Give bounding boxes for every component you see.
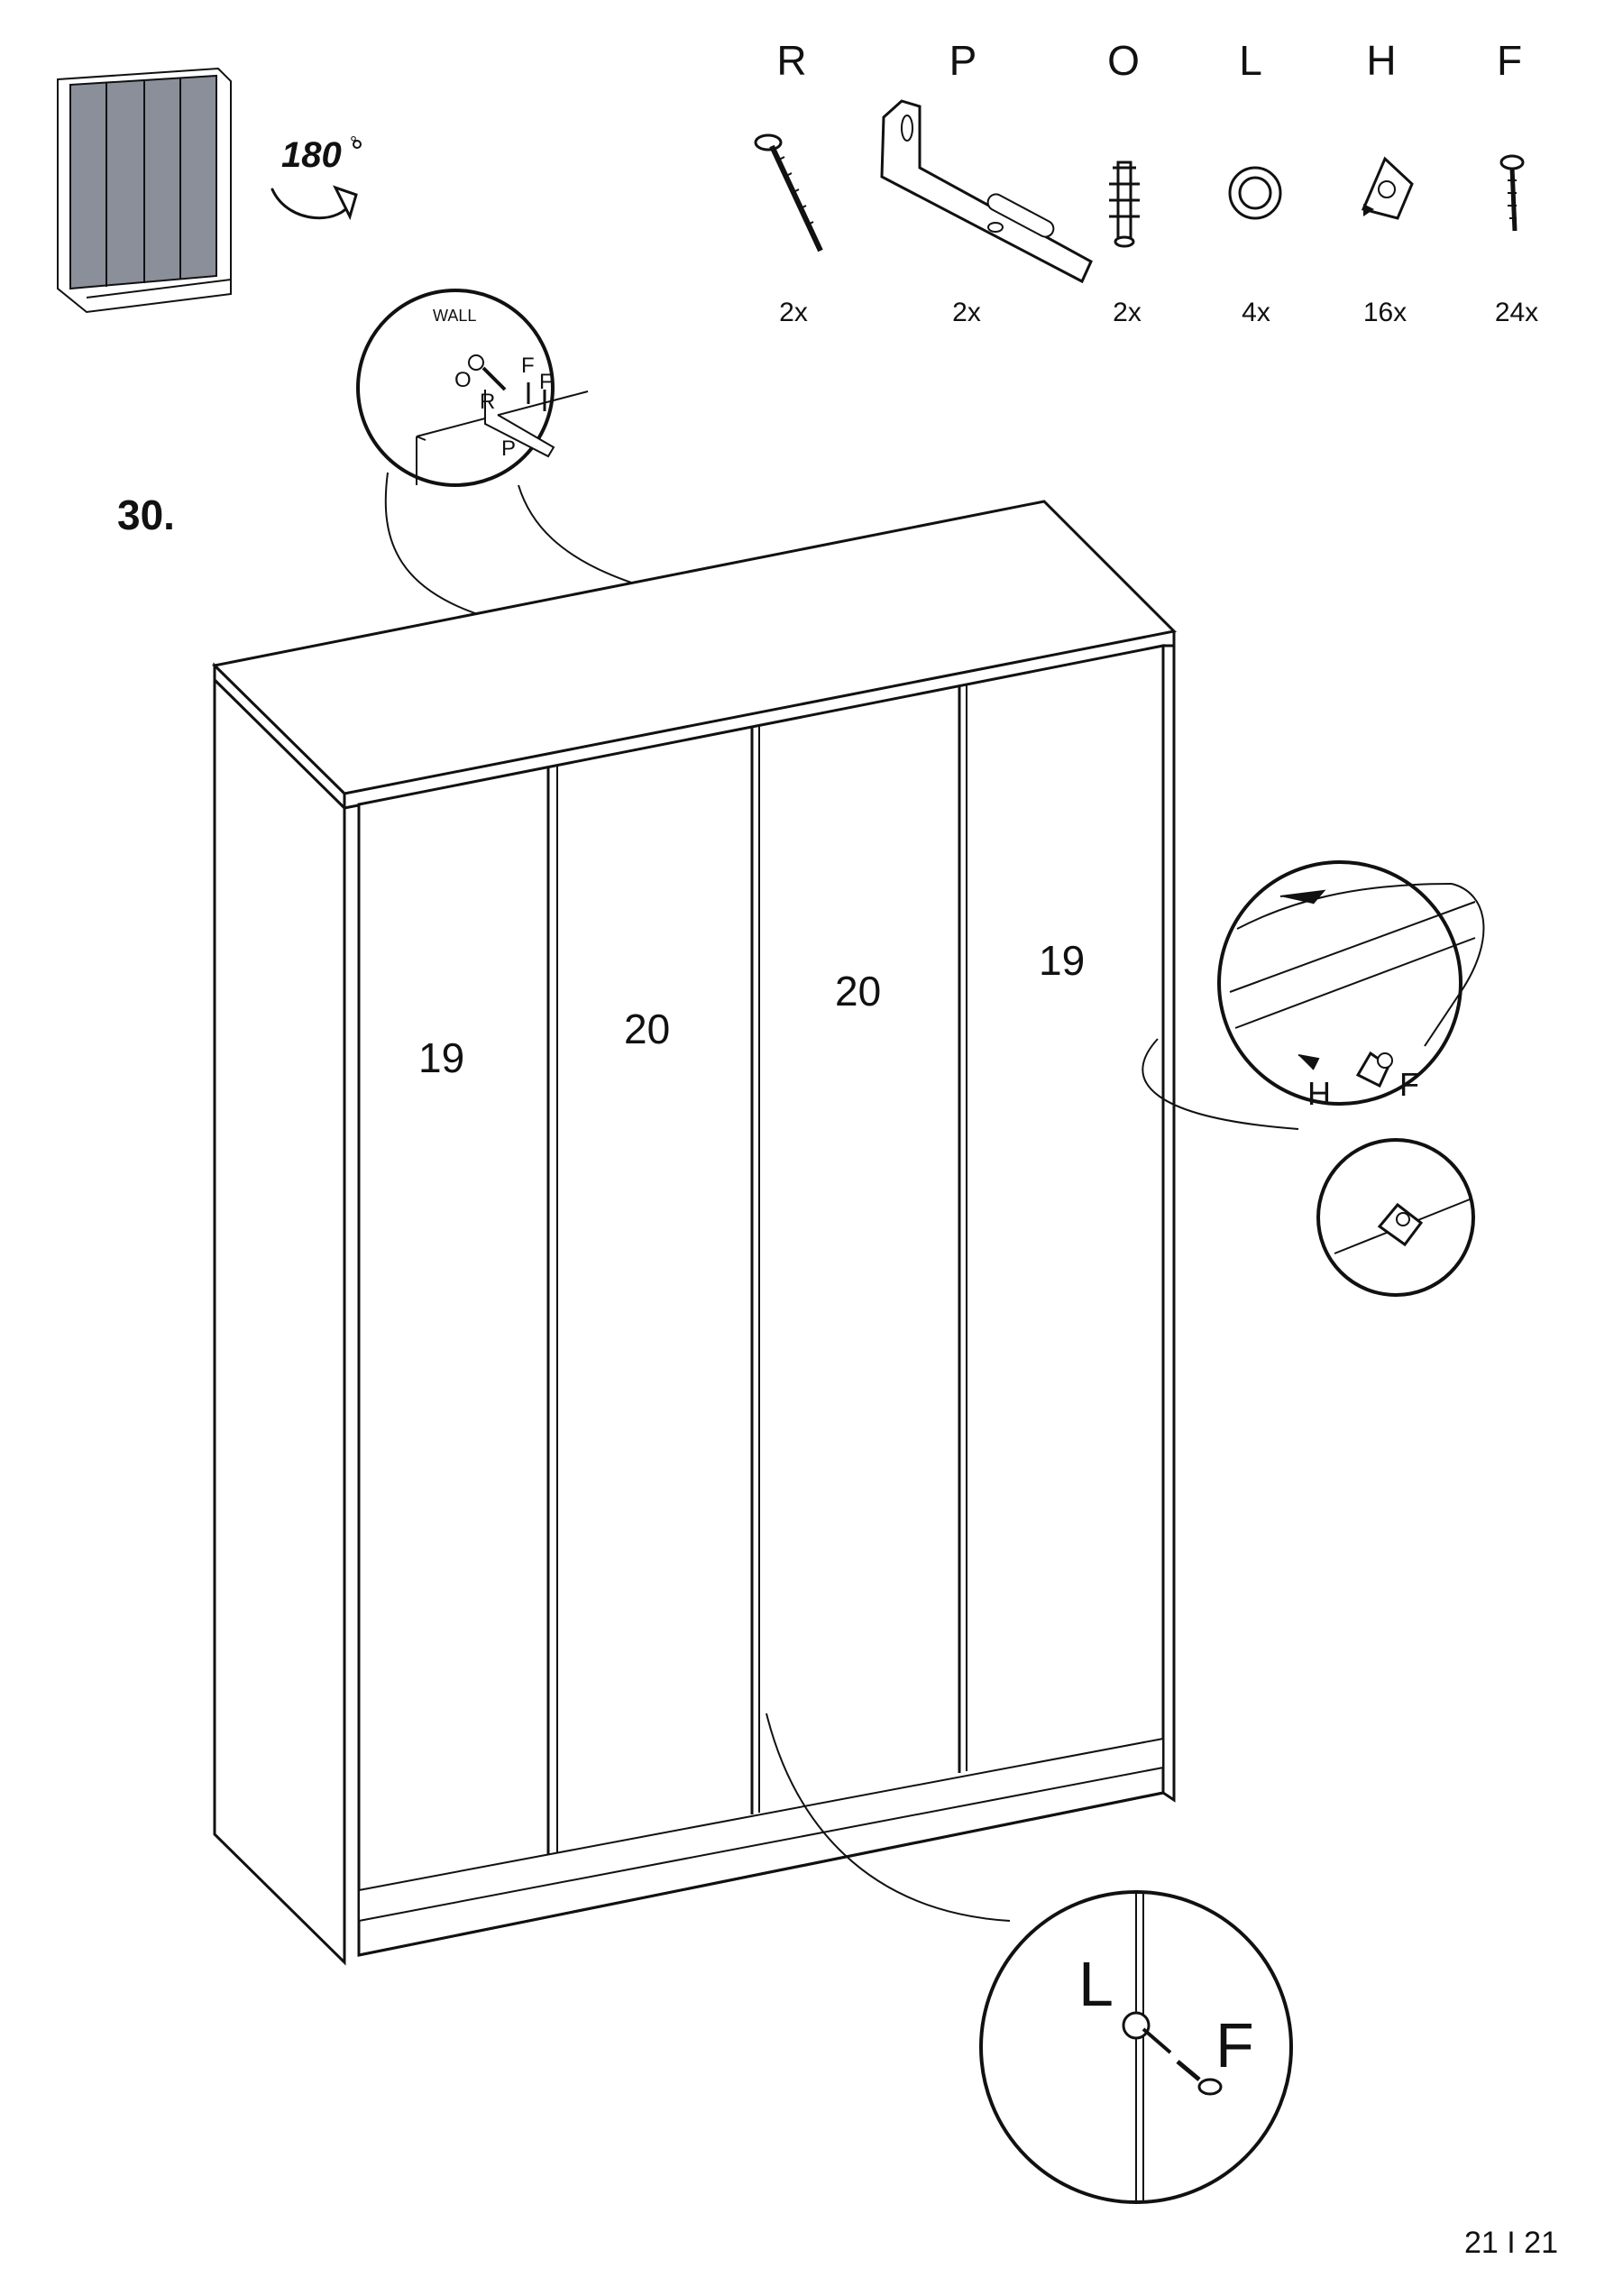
wall-detail-label-f2: F bbox=[539, 370, 553, 394]
rotation-value: 180 bbox=[281, 135, 342, 175]
ring-washer-icon bbox=[1228, 166, 1282, 220]
rotate-arrow-icon bbox=[270, 140, 362, 221]
corner-detail-label-f: F bbox=[1399, 1066, 1419, 1103]
part-qty-r: 2x bbox=[779, 298, 808, 327]
part-letter-f: F bbox=[1496, 37, 1523, 84]
bottom-detail-label-f: F bbox=[1215, 2010, 1254, 2080]
part-qty-p: 2x bbox=[952, 298, 981, 327]
panel-number-center-left: 20 bbox=[624, 1006, 671, 1052]
part-qty-h: 16x bbox=[1362, 298, 1408, 327]
wall-detail-label-f1: F bbox=[521, 354, 535, 378]
wardrobe-back-view bbox=[211, 500, 1178, 1966]
wall-plug-icon bbox=[1109, 161, 1140, 248]
wall-detail-label-p: P bbox=[501, 436, 517, 461]
part-letter-o: O bbox=[1107, 37, 1140, 84]
corner-block-closeup-callout bbox=[1316, 1138, 1475, 1297]
wall-detail-label-r: R bbox=[480, 390, 496, 414]
wall-bracket-icon bbox=[880, 99, 1093, 284]
part-qty-l: 4x bbox=[1242, 298, 1270, 327]
wall-detail-label-o: O bbox=[454, 368, 472, 392]
corner-block-detail-callout bbox=[1142, 860, 1485, 1130]
part-letter-l: L bbox=[1239, 37, 1262, 84]
panel-number-left: 19 bbox=[418, 1034, 465, 1081]
part-letter-h: H bbox=[1366, 37, 1397, 84]
part-qty-f: 24x bbox=[1494, 298, 1539, 327]
rotation-degree-unit: ° bbox=[350, 133, 357, 153]
corner-detail-label-h: H bbox=[1307, 1075, 1331, 1112]
part-letter-p: P bbox=[949, 37, 977, 84]
wardrobe-thumbnail-icon bbox=[57, 67, 232, 314]
rotation-label: 180 bbox=[281, 135, 342, 176]
part-qty-o: 2x bbox=[1113, 298, 1142, 327]
part-letter-r: R bbox=[776, 37, 807, 84]
small-screw-icon bbox=[1499, 154, 1525, 232]
panel-number-right: 19 bbox=[1039, 937, 1086, 984]
panel-number-center-right: 20 bbox=[835, 968, 882, 1015]
page-number: 21 I 21 bbox=[1464, 2226, 1558, 2260]
long-screw-icon bbox=[754, 133, 823, 253]
corner-block-icon bbox=[1361, 156, 1414, 220]
step-number: 30. bbox=[117, 491, 175, 538]
bottom-detail-label-l: L bbox=[1078, 1949, 1114, 2019]
wall-label: WALL bbox=[433, 307, 477, 325]
washer-detail-callout bbox=[766, 1713, 1293, 2204]
